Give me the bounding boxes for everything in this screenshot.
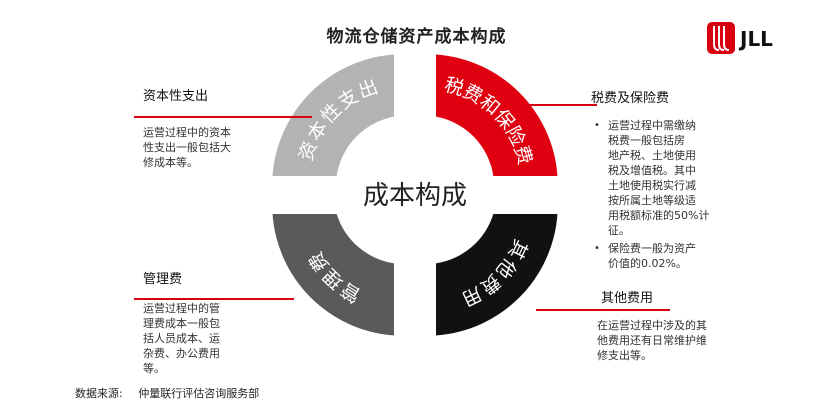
tax-title: 税费及保险费 bbox=[591, 91, 670, 106]
capex-title: 资本性支出 bbox=[143, 89, 209, 104]
segment-other bbox=[436, 213, 558, 336]
jll-logo-text: JLL bbox=[738, 27, 773, 51]
connector-management bbox=[134, 298, 294, 300]
segment-tax bbox=[436, 54, 558, 177]
tax-bullet-list: 运营过程中需缴纳 税费一般包括房 地产税、土地使用 税及增值税。其中 土地使用税… bbox=[594, 118, 739, 274]
management-text: 运营过程中的管 理费成本一般包 括人员成本、运 杂费、办公费用 等。 bbox=[143, 302, 220, 375]
list-item: 运营过程中需缴纳 税费一般包括房 地产税、土地使用 税及增值税。其中 土地使用税… bbox=[594, 118, 739, 238]
jll-logo: JLL bbox=[707, 22, 773, 54]
center-label: 成本构成 bbox=[363, 181, 467, 211]
data-source-value: 仲量联行评估咨询服务部 bbox=[138, 387, 260, 400]
segment-management bbox=[272, 213, 394, 336]
connector-tax bbox=[527, 104, 597, 106]
other-title: 其他费用 bbox=[601, 291, 654, 306]
other-text: 在运营过程中涉及的其 他费用还有日常维护维 修支出等。 bbox=[597, 319, 707, 362]
connector-other bbox=[536, 309, 670, 311]
connector-capex bbox=[134, 116, 312, 118]
segment-capex bbox=[272, 54, 394, 177]
capex-text: 运营过程中的资本 性支出一般包括大 修成本等。 bbox=[143, 126, 231, 169]
diagram-title: 物流仓储资产成本构成 bbox=[326, 27, 507, 47]
list-item: 保险费一般为资产 价值的0.02%。 bbox=[594, 241, 739, 271]
management-title: 管理费 bbox=[143, 272, 183, 287]
data-source-label: 数据来源: bbox=[75, 387, 123, 400]
data-source: 数据来源: 仲量联行评估咨询服务部 bbox=[75, 385, 271, 401]
